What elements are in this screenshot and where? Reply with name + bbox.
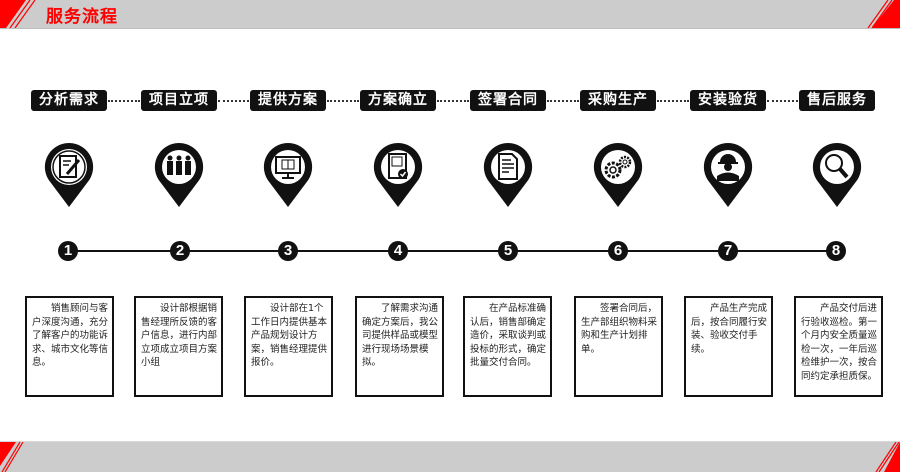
step-desc-3: 设计部在1个工作日内提供基本产品规划设计方案，销售经理提供报价。	[244, 296, 333, 397]
contract-icon	[483, 142, 533, 207]
document-edit-icon	[44, 142, 94, 207]
step-number-1: 1	[58, 241, 78, 261]
corner-stripe-icon	[867, 0, 900, 28]
step-label-5: 签署合同	[470, 90, 546, 111]
step-label-4: 方案确立	[360, 90, 436, 111]
dotted-connector	[657, 100, 689, 102]
monitor-icon	[263, 142, 313, 207]
dotted-connector	[327, 100, 359, 102]
step-label-2: 项目立项	[141, 90, 217, 111]
step-label-1: 分析需求	[31, 90, 107, 111]
worker-icon	[703, 142, 753, 207]
step-desc-5: 在产品标准确认后，销售部确定造价，采取谈判或投标的形式，确定批量交付合同。	[463, 296, 552, 397]
step-desc-7: 产品生产完成后，按合同履行安装、验收交付手续。	[684, 296, 773, 397]
timeline-line	[66, 250, 836, 252]
step-number-7: 7	[718, 241, 738, 261]
step-desc-4: 了解需求沟通确定方案后，我公司提供样品或模型进行现场场景模拟。	[355, 296, 444, 397]
dotted-connector	[437, 100, 469, 102]
step-number-2: 2	[170, 241, 190, 261]
step-desc-1: 销售顾问与客户深度沟通，充分了解客户的功能诉求、城市文化等信息。	[25, 296, 114, 397]
step-desc-8: 产品交付后进行验收巡检。第一个月内安全质量巡检一次，一年后巡检维护一次，按合同约…	[794, 296, 883, 397]
step-label-8: 售后服务	[799, 90, 875, 111]
corner-stripe-icon	[0, 442, 24, 472]
step-label-7: 安装验货	[690, 90, 766, 111]
footer-band	[0, 441, 900, 472]
step-label-3: 提供方案	[250, 90, 326, 111]
dotted-connector	[108, 100, 140, 102]
gears-icon	[593, 142, 643, 207]
step-number-3: 3	[278, 241, 298, 261]
team-icon	[154, 142, 204, 207]
document-check-icon	[373, 142, 423, 207]
header-band: 服务流程	[0, 0, 900, 29]
step-number-5: 5	[498, 241, 518, 261]
step-number-4: 4	[388, 241, 408, 261]
step-desc-6: 签署合同后，生产部组织物料采购和生产计划排单。	[574, 296, 663, 397]
dotted-connector	[547, 100, 579, 102]
dotted-connector	[767, 100, 798, 102]
step-label-6: 采购生产	[580, 90, 656, 111]
page-title: 服务流程	[46, 7, 118, 27]
corner-stripe-icon	[0, 0, 36, 28]
dotted-connector	[218, 100, 249, 102]
magnifier-icon	[812, 142, 862, 207]
step-number-6: 6	[608, 241, 628, 261]
step-desc-2: 设计部根据销售经理所反馈的客户信息，进行内部立项成立项目方案小组	[134, 296, 223, 397]
step-number-8: 8	[826, 241, 846, 261]
corner-stripe-icon	[875, 442, 900, 472]
